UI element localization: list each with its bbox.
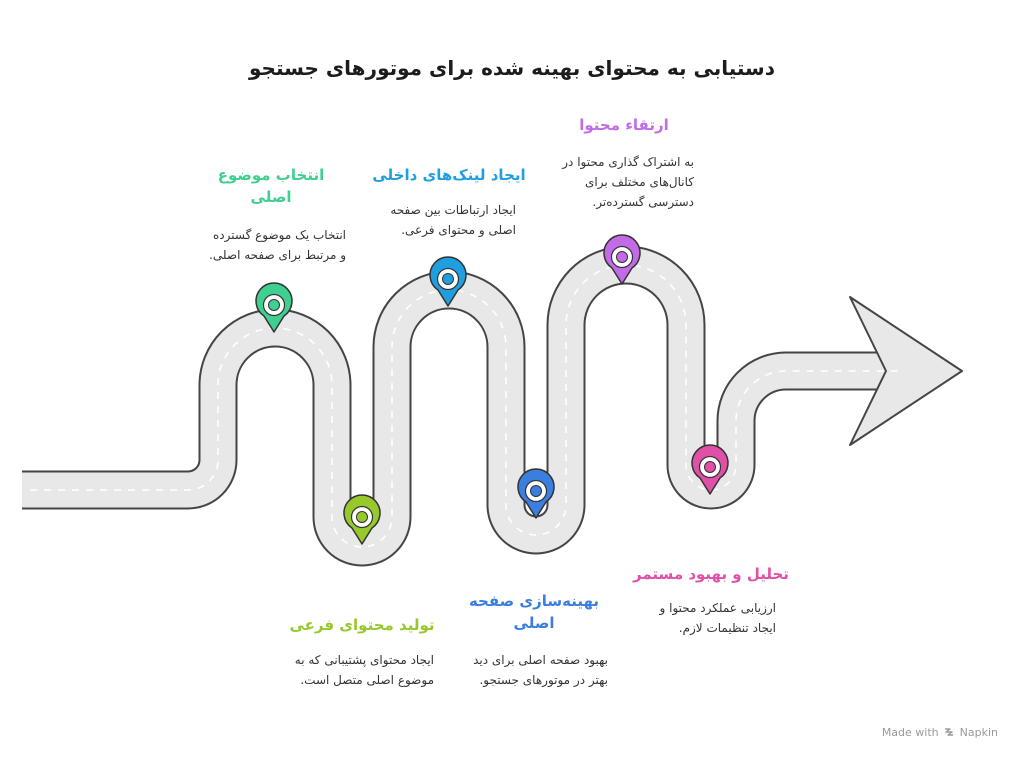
step-4-desc-line: بهتر در موتورهای جستجو. [479, 673, 608, 687]
diagram-title: دستیابی به محتوای بهینه شده برای موتورها… [249, 56, 775, 80]
step-6-title-line: تحلیل و بهبود مستمر [633, 565, 789, 583]
step-3-title-line: ایجاد لینک‌های داخلی [372, 166, 526, 184]
step-5-title-line: ارتقاء محتوا [579, 116, 669, 134]
step-1-title-line: اصلی [250, 188, 292, 206]
step-3-desc-line: اصلی و محتوای فرعی. [401, 223, 516, 237]
step-2-description: ایجاد محتوای پشتیبانی که به موضوع اصلی م… [264, 650, 434, 690]
step-6-desc-line: ایجاد تنظیمات لازم. [678, 621, 776, 635]
road-surface [22, 247, 912, 565]
step-2-title-line: تولید محتوای فرعی [289, 616, 435, 634]
made-with-label: Made with [881, 726, 939, 739]
step-4-title: بهینه‌سازی صفحه اصلی [466, 590, 602, 634]
step-3-title: ایجاد لینک‌های داخلی [370, 164, 528, 186]
step-4-title-line: اصلی [513, 614, 555, 632]
step-3-desc-line: ایجاد ارتباطات بین صفحه [390, 203, 516, 217]
step-5-description: به اشتراک گذاری محتوا در کانال‌های مختلف… [534, 152, 694, 212]
step-5-desc-line: به اشتراک گذاری محتوا در [562, 155, 694, 169]
step-1-pin-icon [255, 282, 293, 333]
arrow-head [849, 296, 963, 446]
step-1-title: انتخاب موضوع اصلی [208, 164, 334, 208]
step-1-description: انتخاب یک موضوع گسترده و مرتبط برای صفحه… [188, 225, 346, 265]
step-4-title-line: بهینه‌سازی صفحه [468, 592, 600, 610]
step-6-title: تحلیل و بهبود مستمر [630, 563, 792, 585]
step-5-title: ارتقاء محتوا [568, 114, 680, 136]
step-4-description: بهبود صفحه اصلی برای دید بهتر در موتورها… [452, 650, 608, 690]
napkin-logo-icon [945, 728, 954, 736]
step-1-desc-line: انتخاب یک موضوع گسترده [213, 228, 346, 242]
step-3-pin-icon [429, 256, 467, 307]
step-2-title: تولید محتوای فرعی [282, 614, 442, 636]
step-1-title-line: انتخاب موضوع [217, 166, 325, 184]
step-6-description: ارزیابی عملکرد محتوا و ایجاد تنظیمات لاز… [614, 598, 777, 638]
step-5-pin-icon [603, 234, 641, 285]
step-2-desc-line: ایجاد محتوای پشتیبانی که به [294, 653, 434, 667]
step-4-desc-line: بهبود صفحه اصلی برای دید [473, 653, 608, 667]
step-6-desc-line: ارزیابی عملکرد محتوا و [659, 601, 777, 615]
step-2-pin-icon [343, 494, 381, 545]
napkin-brand: Napkin [959, 726, 998, 739]
step-2-desc-line: موضوع اصلی متصل است. [300, 673, 434, 687]
step-3-description: ایجاد ارتباطات بین صفحه اصلی و محتوای فر… [364, 200, 516, 240]
step-5-desc-line: کانال‌های مختلف برای [585, 175, 694, 189]
lane-marking [30, 264, 905, 548]
step-4-pin-icon [517, 468, 555, 519]
step-1-desc-line: و مرتبط برای صفحه اصلی. [209, 248, 346, 262]
step-5-desc-line: دسترسی گسترده‌تر. [592, 195, 694, 209]
step-6-pin-icon [691, 444, 729, 495]
footer-credit: Made with Napkin [882, 726, 998, 739]
